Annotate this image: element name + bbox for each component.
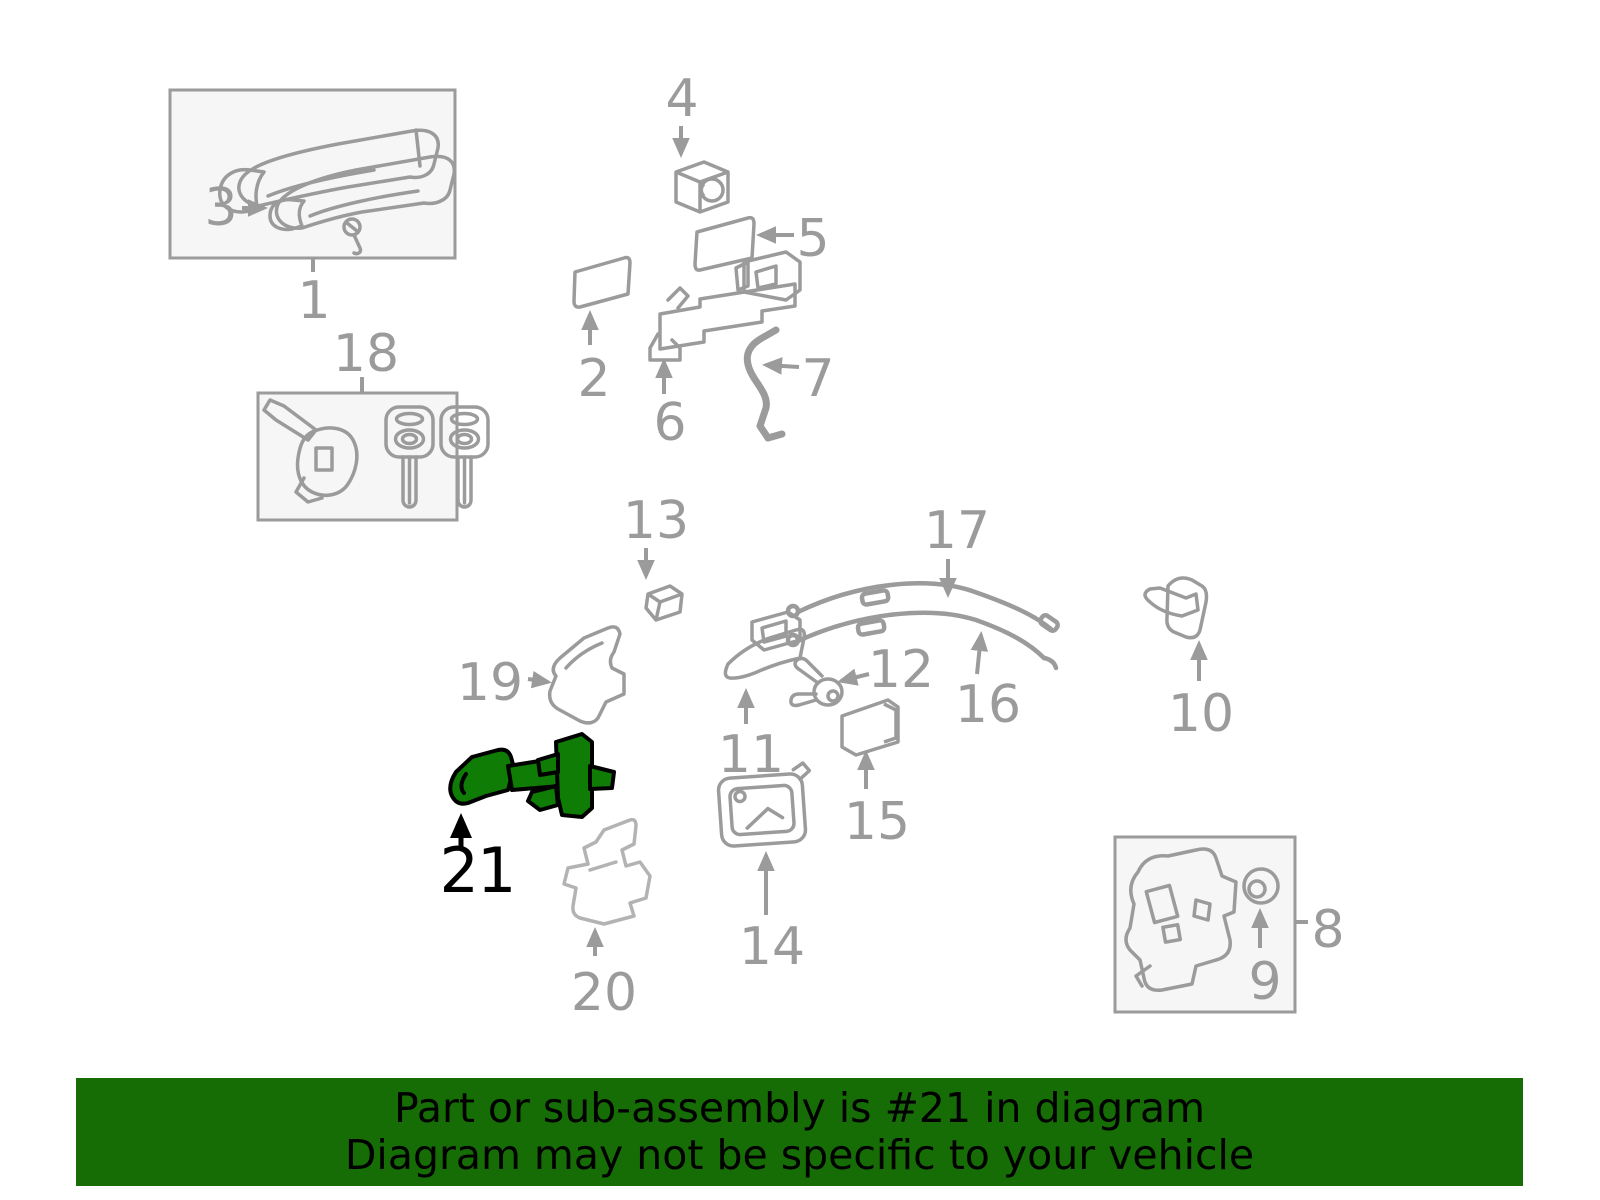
callout-label-21-highlighted: 21 [440, 834, 515, 907]
banner-line-1: Part or sub-assembly is #21 in diagram [393, 1084, 1206, 1132]
part-drawing-13 [644, 584, 684, 622]
part-drawing-6 [648, 250, 802, 362]
callout-arrow-12 [837, 668, 870, 686]
callout-label-3: 3 [204, 178, 237, 238]
part-drawing-7 [743, 326, 786, 442]
part-drawing-14 [716, 761, 812, 848]
callout-label-17: 17 [924, 501, 990, 561]
callout-arrow-7 [762, 357, 800, 375]
callout-label-16: 16 [955, 675, 1021, 735]
part-drawing-2 [572, 255, 632, 309]
callout-label-1: 1 [297, 271, 330, 331]
callout-label-18: 18 [333, 324, 399, 384]
callout-arrow-16 [970, 631, 989, 675]
callout-arrow-19 [527, 670, 552, 689]
part-drawing-15 [840, 698, 900, 757]
highlight-banner: Part or sub-assembly is #21 in diagram D… [76, 1078, 1523, 1186]
callout-label-5: 5 [796, 209, 829, 269]
part-drawing-cylinder-and-keys [262, 398, 490, 509]
box-label-connectors [311, 259, 1308, 924]
group-box-handles [168, 88, 457, 260]
part-drawing-lock-actuator [1124, 847, 1280, 992]
callout-label-20: 20 [571, 963, 637, 1023]
callout-label-2: 2 [577, 349, 610, 409]
part-drawing-20 [562, 817, 652, 926]
part-drawing-21-highlighted [448, 732, 616, 819]
callout-label-10: 10 [1168, 684, 1234, 744]
callout-label-14: 14 [739, 917, 805, 977]
part-drawing-12 [789, 656, 844, 708]
callout-label-11: 11 [718, 725, 784, 785]
callout-label-4: 4 [665, 69, 698, 129]
callout-label-13: 13 [623, 491, 689, 551]
part-drawing-outside-handles [218, 128, 457, 256]
callout-label-12: 12 [868, 640, 934, 700]
callout-label-9: 9 [1248, 952, 1281, 1012]
callout-label-15: 15 [844, 792, 910, 852]
part-drawing-11 [723, 610, 807, 680]
callout-label-6: 6 [653, 393, 686, 453]
part-drawing-19 [547, 625, 626, 725]
part-drawing-4 [674, 160, 730, 214]
callout-label-19: 19 [457, 653, 523, 713]
banner-line-2: Diagram may not be specific to your vehi… [344, 1131, 1255, 1179]
callout-label-8: 8 [1311, 900, 1344, 960]
callout-label-7: 7 [801, 349, 834, 409]
part-drawing-10 [1143, 576, 1209, 640]
part-drawing-5 [693, 215, 756, 272]
